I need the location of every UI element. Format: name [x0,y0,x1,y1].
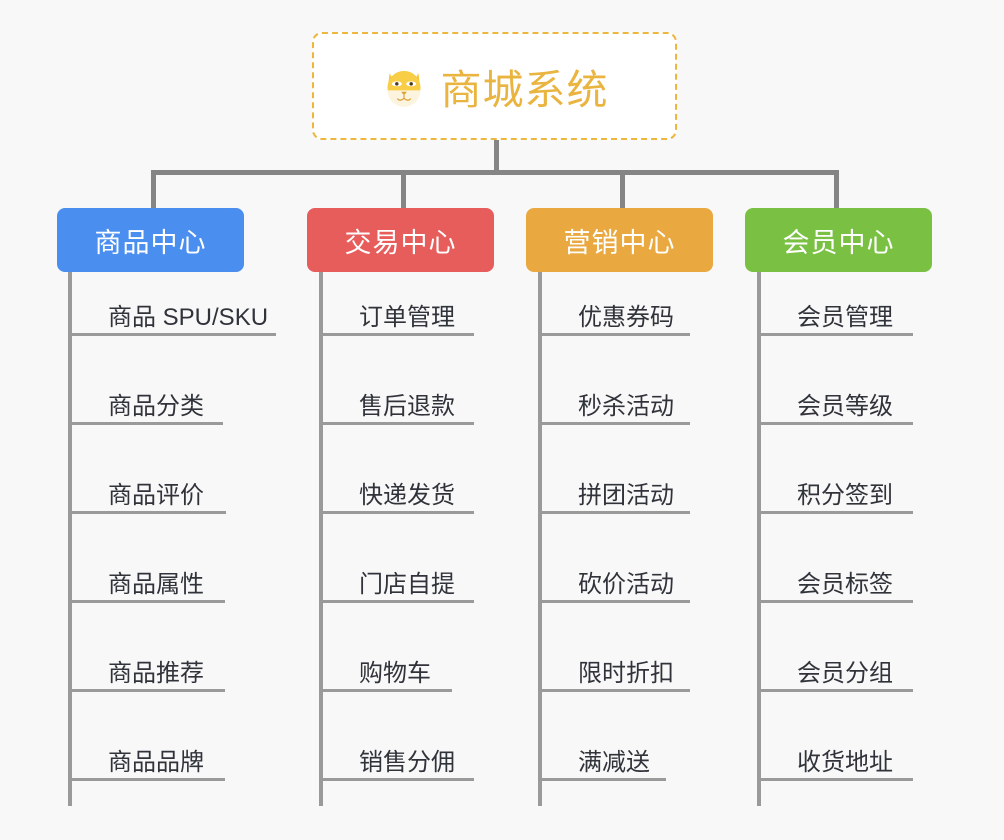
leaf-item-3-1[interactable]: 优惠券码 [538,272,690,336]
leaf-item-4-5[interactable]: 会员分组 [757,628,913,692]
leaf-item-4-4[interactable]: 会员标签 [757,539,913,603]
leaf-item-2-2[interactable]: 售后退款 [319,361,474,425]
category-label-1: 商品中心 [94,227,207,258]
leaf-label: 销售分佣 [359,748,455,776]
leaf-item-1-6[interactable]: 商品品牌 [68,717,225,781]
connector-drop-1 [151,170,156,210]
leaf-item-1-5[interactable]: 商品推荐 [68,628,225,692]
leaf-label: 快递发货 [359,481,455,509]
leaf-label: 积分签到 [797,481,893,509]
leaf-label: 购物车 [359,659,431,687]
leaf-item-3-2[interactable]: 秒杀活动 [538,361,690,425]
branch-spine-4 [757,272,761,806]
leaf-label: 商品 SPU/SKU [108,303,269,331]
category-node-4[interactable]: 会员中心 [745,208,932,272]
leaf-item-2-4[interactable]: 门店自提 [319,539,474,603]
leaf-label: 会员等级 [797,392,893,420]
branch-spine-2 [319,272,323,806]
category-label-3: 营销中心 [563,227,676,258]
leaf-item-1-3[interactable]: 商品评价 [68,450,226,514]
leaf-label: 满减送 [578,748,650,776]
leaf-label: 商品分类 [108,392,204,420]
leaf-label: 商品品牌 [108,748,204,776]
leaf-item-4-1[interactable]: 会员管理 [757,272,913,336]
leaf-item-3-4[interactable]: 砍价活动 [538,539,690,603]
leaf-label: 会员管理 [797,303,893,331]
category-node-1[interactable]: 商品中心 [57,208,244,272]
leaf-item-4-6[interactable]: 收货地址 [757,717,913,781]
leaf-item-4-3[interactable]: 积分签到 [757,450,913,514]
connector-drop-4 [834,170,839,210]
root-title: 商城系统 [440,67,609,113]
leaf-label: 收货地址 [797,748,893,776]
branch-spine-3 [538,272,542,806]
branch-spine-1 [68,272,72,806]
leaf-label: 砍价活动 [578,570,674,598]
leaf-item-1-1[interactable]: 商品 SPU/SKU [68,272,276,336]
leaf-item-2-3[interactable]: 快递发货 [319,450,474,514]
leaf-label: 限时折扣 [578,659,674,687]
leaf-label: 会员分组 [797,659,893,687]
leaf-item-3-5[interactable]: 限时折扣 [538,628,690,692]
category-node-2[interactable]: 交易中心 [307,208,494,272]
leaf-label: 商品评价 [108,481,204,509]
leaf-item-3-6[interactable]: 满减送 [538,717,666,781]
category-label-4: 会员中心 [782,227,895,258]
leaf-item-2-1[interactable]: 订单管理 [319,272,474,336]
leaf-label: 商品推荐 [108,659,204,687]
leaf-label: 门店自提 [359,570,455,598]
category-label-2: 交易中心 [344,227,457,258]
leaf-item-1-4[interactable]: 商品属性 [68,539,225,603]
leaf-label: 优惠券码 [578,303,674,331]
connector-bus [151,170,839,175]
connector-drop-2 [401,170,406,210]
leaf-label: 拼团活动 [578,481,674,509]
leaf-label: 会员标签 [797,570,893,598]
leaf-label: 秒杀活动 [578,392,674,420]
connector-root-stem [494,140,499,173]
root-node[interactable]: 商城系统 [312,32,677,140]
category-node-3[interactable]: 营销中心 [526,208,713,272]
leaf-item-1-2[interactable]: 商品分类 [68,361,223,425]
leaf-label: 售后退款 [359,392,455,420]
connector-drop-3 [620,170,625,210]
leaf-label: 订单管理 [359,303,455,331]
shiba-dog-face-icon [381,63,427,109]
leaf-item-4-2[interactable]: 会员等级 [757,361,913,425]
leaf-item-2-5[interactable]: 购物车 [319,628,452,692]
leaf-label: 商品属性 [108,570,204,598]
leaf-item-3-3[interactable]: 拼团活动 [538,450,690,514]
leaf-item-2-6[interactable]: 销售分佣 [319,717,474,781]
